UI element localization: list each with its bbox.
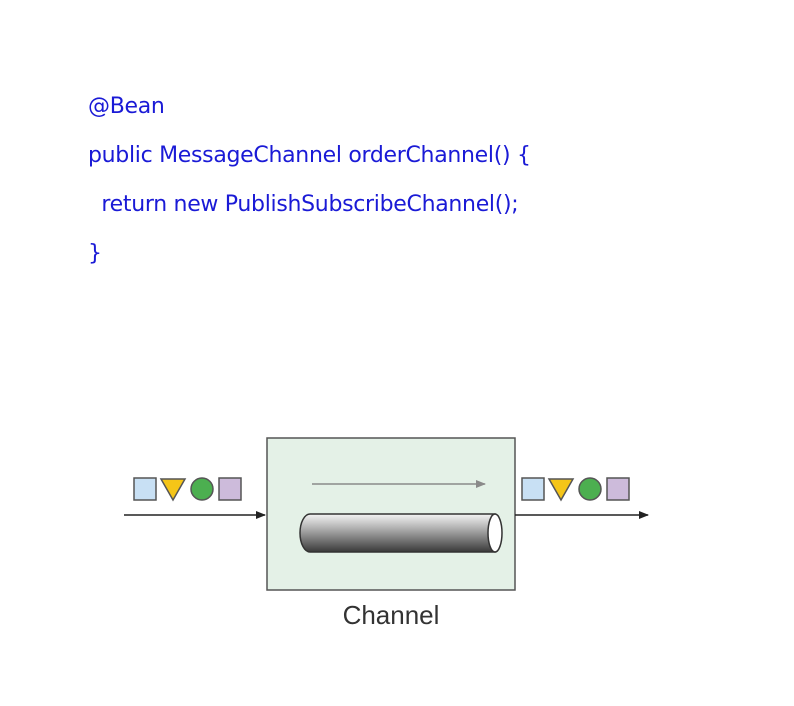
triangle-icon [547, 478, 575, 502]
channel-label: Channel [343, 600, 440, 630]
pipe-icon [299, 513, 503, 553]
code-line-return: return new PublishSubscribeChannel(); [88, 192, 519, 217]
circle-icon [190, 477, 214, 501]
incoming-messages [133, 477, 242, 502]
code-line-method-signature: public MessageChannel orderChannel() { [88, 143, 531, 168]
code-snippet: @Bean public MessageChannel orderChannel… [88, 82, 531, 278]
square-icon [521, 477, 545, 501]
outgoing-messages [521, 477, 630, 502]
code-line-annotation: @Bean [88, 94, 165, 119]
square-icon [218, 477, 242, 501]
triangle-icon [159, 478, 187, 502]
square-icon [606, 477, 630, 501]
circle-icon [578, 477, 602, 501]
square-icon [133, 477, 157, 501]
code-line-closing-brace: } [88, 241, 102, 266]
